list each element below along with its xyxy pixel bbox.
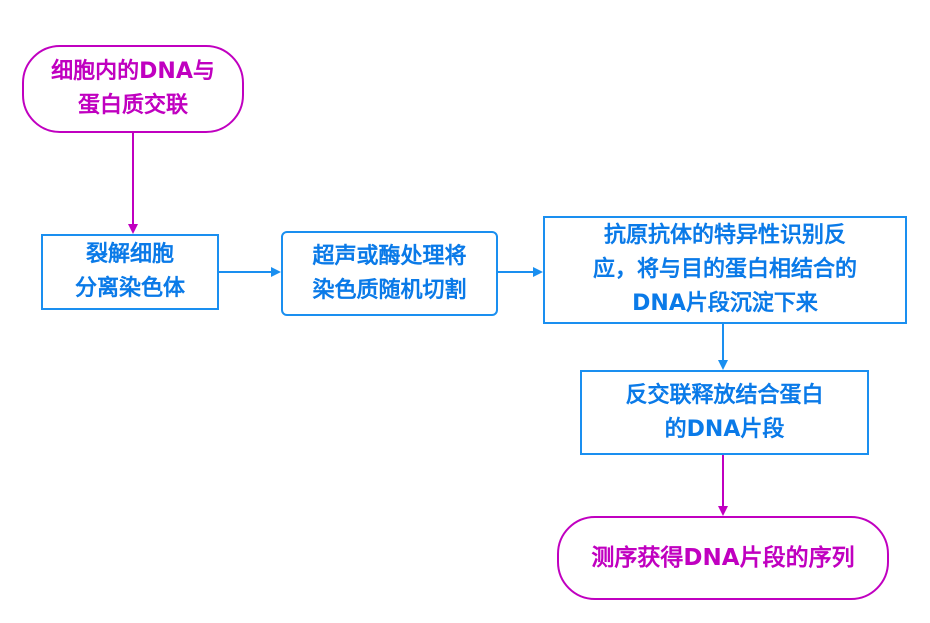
node-line: 应，将与目的蛋白相结合的	[592, 257, 857, 282]
node-line: 蛋白质交联	[77, 93, 188, 118]
node-dna-protein-crosslink: 细胞内的DNA与 蛋白质交联	[22, 45, 244, 133]
node-line: 反交联释放结合蛋白	[625, 382, 824, 408]
node-line: 染色质随机切割	[312, 277, 467, 303]
node-chromatin-shearing: 超声或酶处理将 染色质随机切割	[281, 231, 498, 316]
node-lyse-cells: 裂解细胞 分离染色体	[41, 234, 219, 310]
node-reverse-crosslink: 反交联释放结合蛋白 的DNA片段	[580, 370, 869, 455]
node-line: 测序获得DNA片段的序列	[591, 545, 855, 571]
node-line: DNA片段沉淀下来	[632, 291, 818, 316]
node-line: 抗原抗体的特异性识别反	[603, 223, 846, 248]
node-line: 超声或酶处理将	[312, 243, 467, 269]
node-sequencing: 测序获得DNA片段的序列	[557, 516, 889, 600]
node-line: 的DNA片段	[664, 416, 785, 442]
node-line: 分离染色体	[74, 276, 185, 301]
node-line: 细胞内的DNA与	[51, 59, 215, 84]
node-immunoprecipitation: 抗原抗体的特异性识别反 应，将与目的蛋白相结合的 DNA片段沉淀下来	[543, 216, 907, 324]
node-line: 裂解细胞	[85, 242, 174, 267]
